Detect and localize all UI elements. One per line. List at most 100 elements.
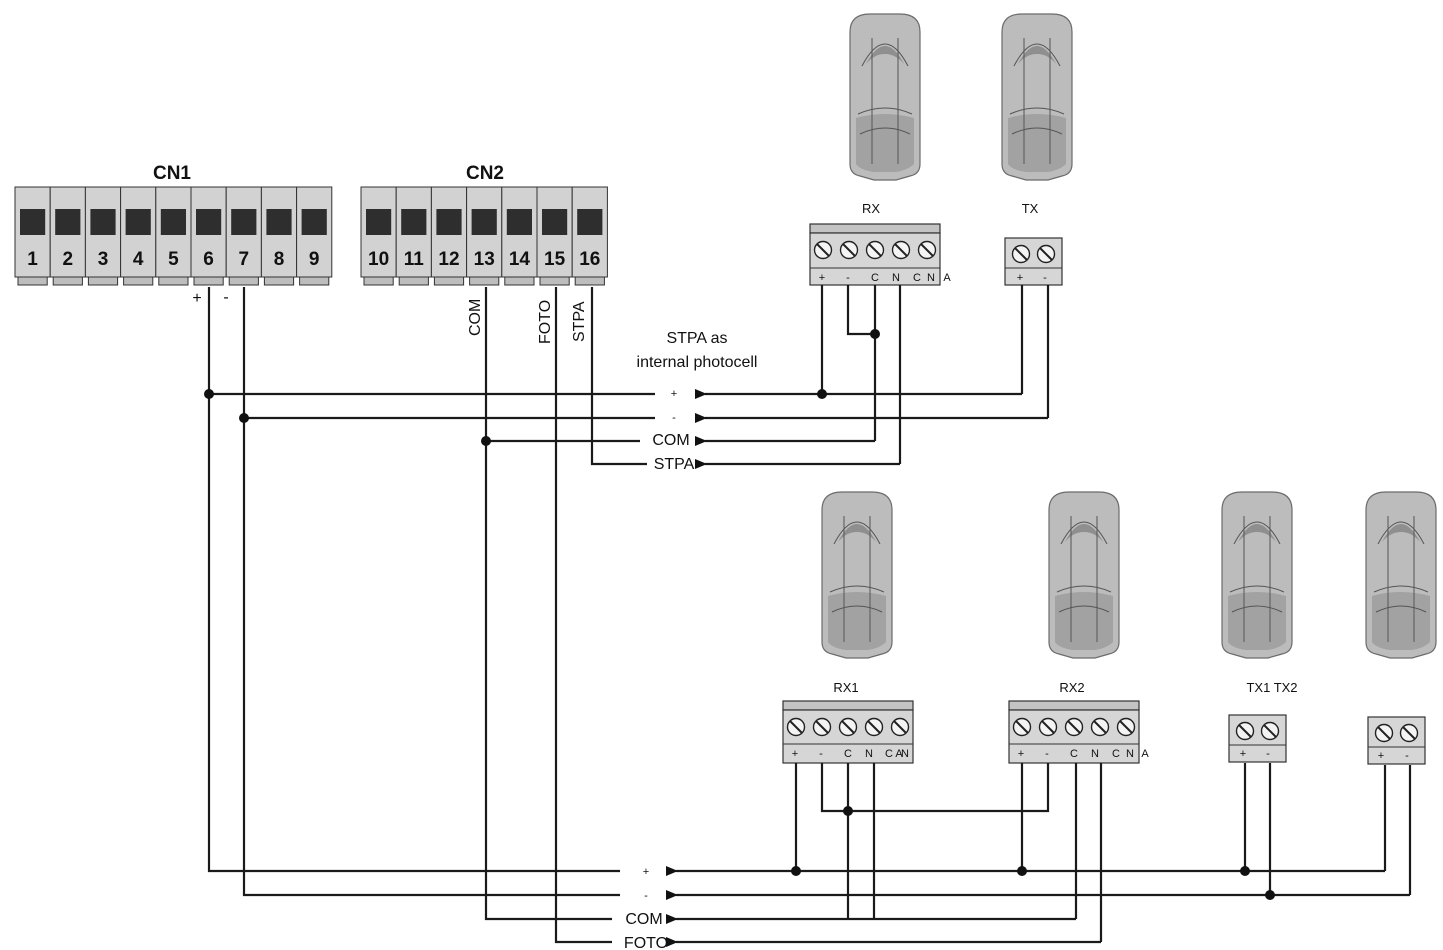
bottom-bus-plus-label: + (643, 866, 649, 878)
tx-pin-minus: - (1043, 272, 1047, 284)
cn1-terminal-number: 5 (168, 249, 179, 270)
cn2-terminal-number: 11 (404, 249, 425, 270)
rx1-title: RX1 (833, 680, 858, 695)
rx1-pin-n1: N (865, 748, 873, 760)
cn1-terminal-number: 9 (309, 249, 320, 270)
rx1-pin-n2: N (901, 748, 909, 760)
stpa-note-line2: internal photocell (637, 354, 758, 371)
cn2-terminal-10: 10 (360, 186, 397, 286)
cn1-terminal-number: 8 (274, 249, 285, 270)
rx1-pin-c1: C (844, 748, 852, 760)
wires (207, 285, 1412, 947)
cn2-terminal-number: 10 (368, 249, 389, 270)
cn1-terminal-number: 6 (203, 249, 214, 270)
cn2-terminal-number: 12 (438, 249, 459, 270)
tx1-photocell-icon (1221, 491, 1293, 659)
cn2-terminal-number: 14 (509, 249, 531, 270)
cn2-com-label: COM (467, 299, 484, 336)
cn1-terminal-6: 6 (190, 186, 227, 286)
cn1-terminal-number: 1 (27, 249, 38, 270)
rx1-pin-minus: - (819, 748, 823, 760)
stpa-note-line1: STPA as (666, 330, 727, 347)
rx-pin-minus: - (846, 272, 850, 284)
cn1-terminal-3: 3 (84, 186, 122, 286)
rx-pin-n1: N (892, 272, 900, 284)
top-bus-minus-label: - (672, 412, 676, 424)
cn1-terminal-1: 1 (14, 186, 51, 286)
cn1-terminal-5: 5 (155, 186, 192, 286)
cn2-terminal-number: 13 (474, 249, 495, 270)
cn2-title: CN2 (466, 163, 504, 184)
rx-pin-a: A (943, 272, 951, 284)
cn1-plus-label: + (192, 290, 201, 307)
rx-pin-c1: C (871, 272, 879, 284)
rx-terminal-block: + - C N C N A (809, 223, 951, 286)
cn2-foto-label: FOTO (537, 300, 554, 344)
tx1-terminal-block: + - (1228, 714, 1287, 763)
cn1-title: CN1 (153, 163, 191, 184)
cn2-terminal-14: 14 (501, 186, 538, 286)
rx1-pin-plus: + (792, 748, 798, 760)
cn2-terminal-11: 11 (395, 186, 432, 286)
cn2-terminal-16: 16 (571, 186, 608, 286)
cn2-terminals: 10 11 12 13 14 15 16 (360, 186, 608, 286)
tx1-pin-minus: - (1266, 748, 1270, 760)
rx2-pin-a: A (1141, 748, 1149, 760)
rx-title: RX (862, 201, 880, 216)
cn1-terminal-8: 8 (260, 186, 298, 286)
rx2-pin-plus: + (1018, 748, 1024, 760)
rx2-pin-c2: C (1112, 748, 1120, 760)
tx2-pin-minus: - (1405, 750, 1409, 762)
cn1-terminal-number: 4 (133, 249, 144, 270)
tx-pair-title: TX1 TX2 (1246, 680, 1297, 695)
tx-terminal-block: + - (1004, 237, 1063, 286)
bottom-bus-foto-label: FOTO (624, 935, 668, 950)
rx1-photocell-icon (821, 491, 893, 659)
cn1-terminal-4: 4 (120, 186, 157, 286)
cn1-connector: CN1 1 2 3 4 5 6 7 8 9 + - (14, 163, 333, 307)
cn1-terminal-number: 2 (63, 249, 74, 270)
tx2-pin-plus: + (1378, 750, 1384, 762)
bottom-bus-minus-label: - (644, 890, 648, 902)
rx-photocell-icon (849, 13, 921, 181)
tx2-terminal-block: + - (1367, 716, 1426, 765)
cn1-terminal-number: 7 (239, 249, 250, 270)
top-bus-plus-label: + (671, 388, 677, 400)
tx1-pin-plus: + (1240, 748, 1246, 760)
rx1-pin-a: A (895, 748, 903, 760)
cn2-connector: CN2 10 11 12 13 14 15 16 COM FOTO STPA (360, 163, 608, 344)
cn1-minus-label: - (223, 289, 228, 306)
rx2-terminal-block: + - C N C N A (1008, 700, 1149, 764)
tx-photocell-icon (1001, 13, 1073, 181)
rx2-title: RX2 (1059, 680, 1084, 695)
rx2-pin-minus: - (1045, 748, 1049, 760)
top-bus-stpa-label: STPA (654, 456, 695, 473)
tx-title: TX (1022, 201, 1039, 216)
cn2-terminal-15: 15 (536, 186, 573, 286)
cn1-terminals: 1 2 3 4 5 6 7 8 9 (14, 186, 333, 286)
tx-pin-plus: + (1017, 272, 1023, 284)
cn1-terminal-7: 7 (225, 186, 262, 286)
cn2-terminal-12: 12 (430, 186, 468, 286)
rx-pin-n2: N (927, 272, 935, 284)
cn2-stpa-label: STPA (571, 301, 588, 342)
cn2-terminal-number: 16 (579, 249, 600, 270)
rx-pin-c2: C (913, 272, 921, 284)
cn1-terminal-number: 3 (98, 249, 109, 270)
top-bus-com-label: COM (652, 432, 689, 449)
rx1-pin-c2: C (885, 748, 893, 760)
rx2-pin-c1: C (1070, 748, 1078, 760)
cn2-terminal-13: 13 (466, 186, 503, 286)
rx2-pin-n1: N (1091, 748, 1099, 760)
rx-pin-plus: + (819, 272, 825, 284)
rx2-photocell-icon (1048, 491, 1120, 659)
cn1-terminal-2: 2 (49, 186, 86, 286)
junction-dots (204, 329, 1275, 900)
cn2-terminal-number: 15 (544, 249, 566, 270)
tx2-photocell-icon (1365, 491, 1437, 659)
rx1-terminal-block: + - C N C A N (782, 700, 914, 764)
cn1-terminal-9: 9 (296, 186, 333, 286)
rx2-pin-n2: N (1126, 748, 1134, 760)
